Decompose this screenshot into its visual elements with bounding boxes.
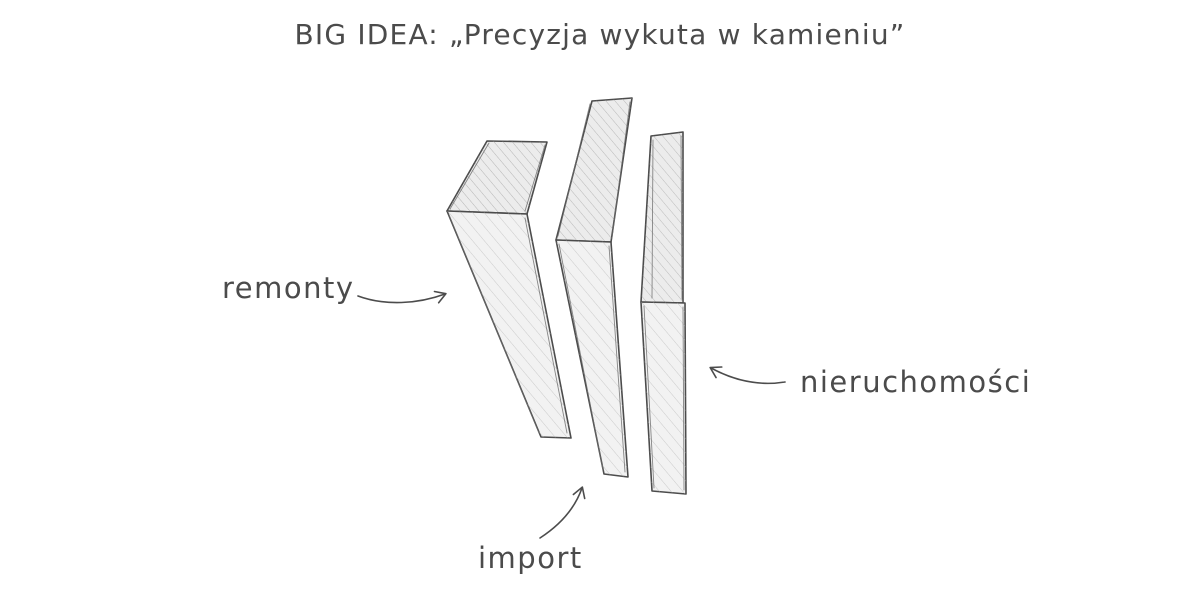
slab-import-sketch-lines: [557, 101, 631, 473]
slab-remonty-top-hatch: [447, 141, 547, 214]
slab-import-lower-hatch: [556, 240, 628, 477]
label-import: import: [478, 541, 583, 575]
label-remonty: remonty: [222, 271, 355, 305]
stone-slab-remonty: [446, 140, 572, 439]
slab-remonty-sketch-lines: [448, 142, 568, 434]
arrow-remonty: [357, 290, 447, 304]
stone-slab-nieruchomosci: [640, 131, 687, 495]
label-nieruchomosci: nieruchomości: [800, 365, 1031, 399]
diagram-title: BIG IDEA: „Precyzja wykuta w kamieniu”: [294, 18, 905, 51]
arrow-import: [539, 486, 586, 539]
slab-nieruchomosci-sketch-lines: [643, 135, 685, 491]
arrow-nieruchomosci: [709, 366, 786, 385]
slab-nieruchomosci-lower-hatch: [641, 302, 686, 494]
stone-slab-import: [555, 97, 633, 478]
slab-import-upper-hatch: [556, 98, 632, 242]
slab-nieruchomosci-upper-hatch: [641, 132, 683, 303]
slab-remonty-front-hatch: [447, 211, 571, 438]
